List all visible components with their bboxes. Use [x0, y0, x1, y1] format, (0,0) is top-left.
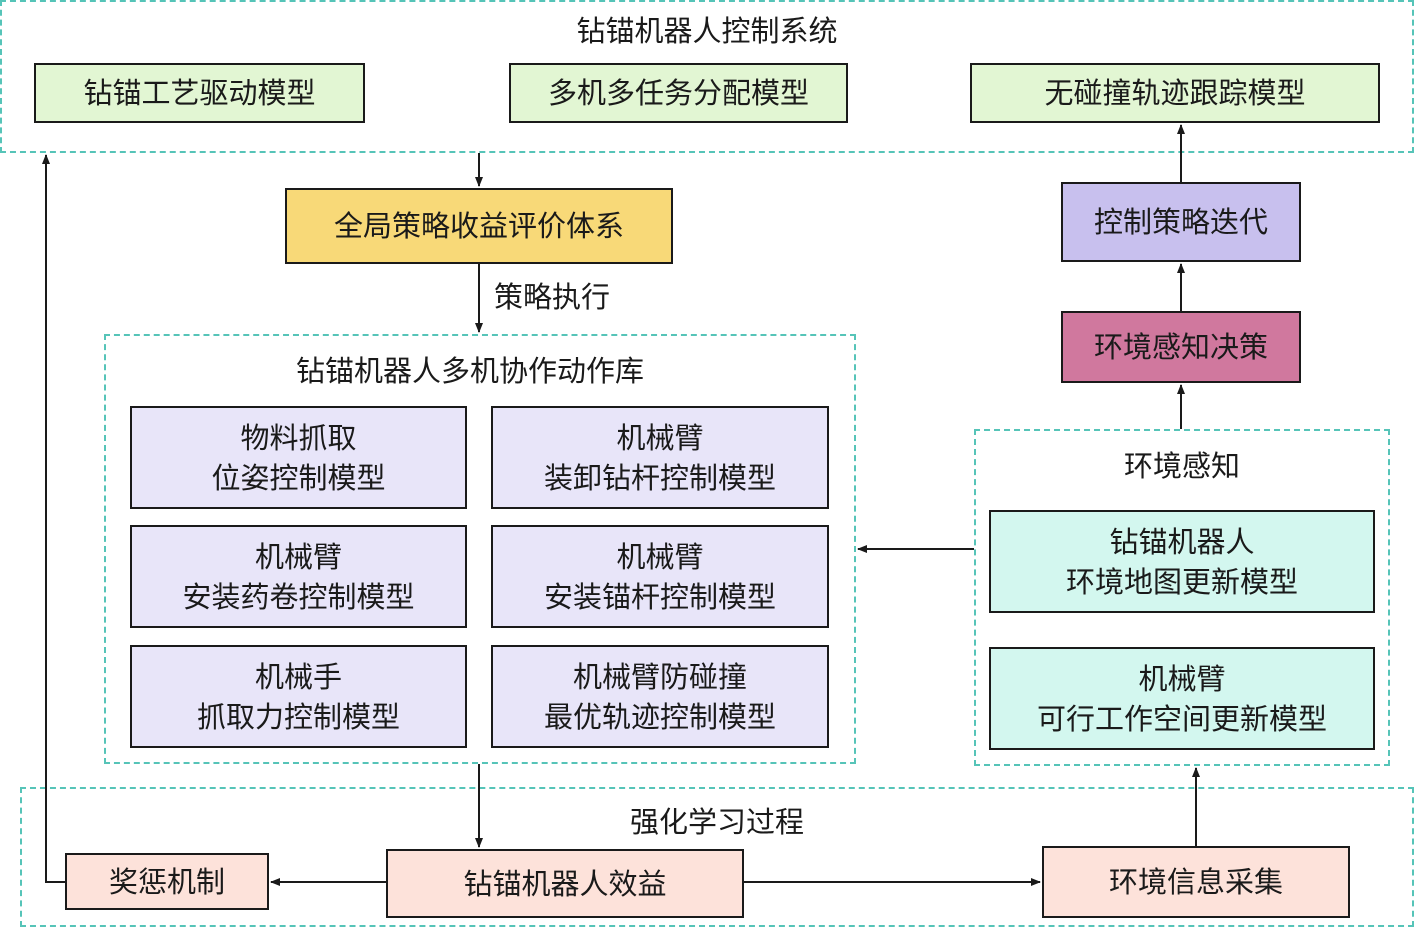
- multi-task-allocation-box: 多机多任务分配模型: [509, 63, 848, 123]
- env-perception-title: 环境感知: [1123, 449, 1240, 483]
- control-iteration-label: 控制策略迭代: [1093, 205, 1268, 239]
- env-decision-box: 环境感知决策: [1061, 311, 1301, 383]
- workspace-update-box: 机械臂 可行工作空间更新模型: [989, 647, 1375, 750]
- workspace-update-line1: 机械臂: [1138, 661, 1226, 696]
- drilling-process-model-box: 钻锚工艺驱动模型: [34, 63, 365, 123]
- env-decision-label: 环境感知决策: [1093, 330, 1268, 364]
- env-info-collection-label: 环境信息采集: [1108, 865, 1283, 899]
- action-item: 物料抓取 位姿控制模型: [130, 406, 467, 509]
- action-item-line1: 机械臂防碰撞: [572, 659, 747, 694]
- workspace-update-line2: 可行工作空间更新模型: [1036, 701, 1327, 736]
- robot-benefit-label: 钻锚机器人效益: [463, 866, 667, 901]
- strategy-exec-label: 策略执行: [494, 280, 611, 314]
- action-item-line2: 装卸钻杆控制模型: [543, 460, 776, 495]
- rl-process-title: 强化学习过程: [629, 805, 804, 839]
- action-item: 机械臂 装卸钻杆控制模型: [491, 406, 829, 509]
- action-item-line2: 安装锚杆控制模型: [543, 579, 776, 614]
- action-item-line1: 物料抓取: [240, 420, 357, 455]
- action-item-line2: 安装药卷控制模型: [182, 579, 415, 614]
- action-item-line1: 机械臂: [616, 420, 704, 455]
- robot-benefit-box: 钻锚机器人效益: [386, 849, 744, 918]
- control-system-group: 钻锚机器人控制系统: [0, 0, 1414, 153]
- drilling-process-model-label: 钻锚工艺驱动模型: [83, 76, 316, 110]
- trajectory-tracking-label: 无碰撞轨迹跟踪模型: [1044, 76, 1306, 110]
- reward-mechanism-label: 奖惩机制: [108, 864, 225, 899]
- action-item: 机械臂 安装药卷控制模型: [130, 525, 467, 628]
- reward-mechanism-box: 奖惩机制: [65, 853, 269, 910]
- action-item: 机械手 抓取力控制模型: [130, 645, 467, 748]
- action-item: 机械臂防碰撞 最优轨迹控制模型: [491, 645, 829, 748]
- rl-process-group: 强化学习过程: [20, 787, 1414, 927]
- global-eval-label: 全局策略收益评价体系: [333, 209, 624, 243]
- action-library-title: 钻锚机器人多机协作动作库: [295, 354, 644, 388]
- action-item-line2: 位姿控制模型: [211, 460, 386, 495]
- trajectory-tracking-box: 无碰撞轨迹跟踪模型: [970, 63, 1380, 123]
- env-perception-group: 环境感知: [974, 429, 1390, 766]
- multi-task-allocation-label: 多机多任务分配模型: [547, 76, 809, 110]
- action-item-line1: 机械臂: [254, 539, 342, 574]
- arrow-reward-to-control: [42, 154, 65, 883]
- env-info-collection-box: 环境信息采集: [1042, 846, 1350, 918]
- env-map-update-line2: 环境地图更新模型: [1065, 564, 1298, 599]
- action-item-line1: 机械手: [254, 659, 342, 694]
- env-map-update-line1: 钻锚机器人: [1109, 524, 1255, 559]
- env-map-update-box: 钻锚机器人 环境地图更新模型: [989, 510, 1375, 613]
- control-iteration-box: 控制策略迭代: [1061, 182, 1301, 262]
- action-item-line2: 最优轨迹控制模型: [543, 699, 776, 734]
- control-system-title: 钻锚机器人控制系统: [576, 14, 838, 48]
- action-item-line2: 抓取力控制模型: [196, 699, 400, 734]
- action-item: 机械臂 安装锚杆控制模型: [491, 525, 829, 628]
- action-library-group: 钻锚机器人多机协作动作库: [104, 334, 856, 764]
- global-eval-box: 全局策略收益评价体系: [285, 188, 673, 264]
- action-item-line1: 机械臂: [616, 539, 704, 574]
